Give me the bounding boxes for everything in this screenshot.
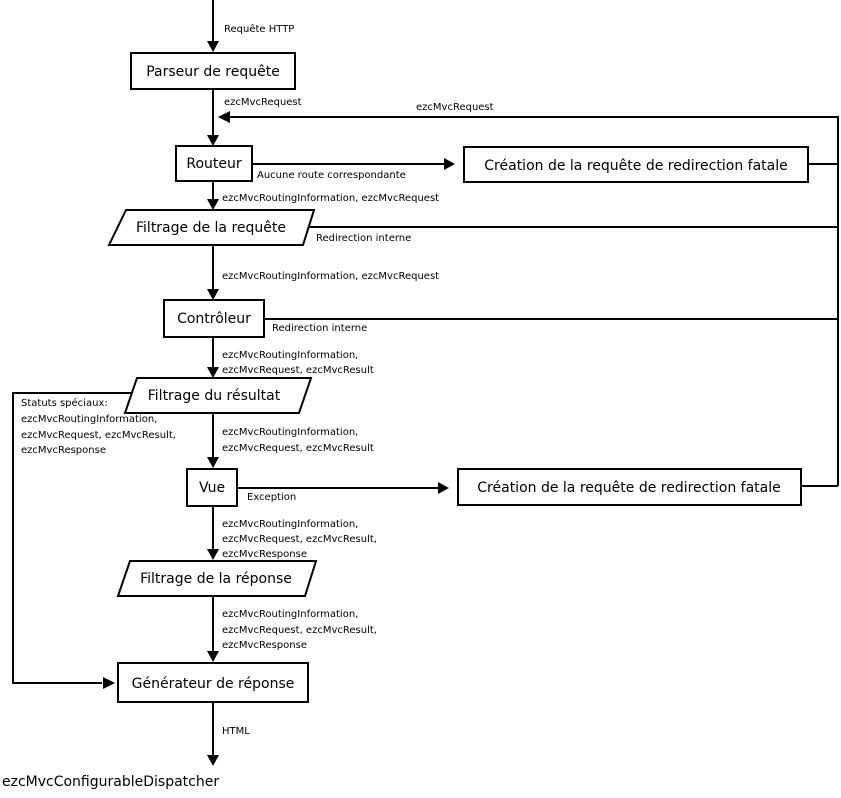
node-router-label: Routeur — [186, 156, 242, 172]
diagram-footer: ezcMvcConfigurableDispatcher — [2, 774, 219, 790]
arrowhead-right — [444, 158, 455, 170]
edge-label-routing-request-1: ezcMvcRoutingInformation, ezcMvcRequest — [222, 193, 439, 204]
arrowhead-down — [207, 755, 219, 766]
node-response-writer-label: Générateur de réponse — [132, 676, 295, 692]
node-request-filter: Filtrage de la requête — [107, 209, 316, 246]
node-fatal-redirect-1-label: Création de la requête de redirection fa… — [484, 158, 787, 174]
edge-labels: Requête HTTP ezcMvcRequest ezcMvcRequest… — [21, 23, 494, 737]
node-request-filter-label: Filtrage de la requête — [136, 220, 286, 236]
edge-label-routing-request-2: ezcMvcRoutingInformation, ezcMvcRequest — [222, 271, 439, 282]
arrowhead-down — [207, 367, 219, 378]
arrowhead-down — [207, 457, 219, 468]
edge-label-internal-redirect-2: Redirection interne — [272, 323, 367, 334]
node-parser-label: Parseur de requête — [146, 64, 280, 80]
node-result-filter-label: Filtrage du résultat — [148, 388, 281, 404]
edge-label-routing-request-result-response-1: ezcMvcRoutingInformation, ezcMvcRequest,… — [222, 519, 380, 560]
node-router: Routeur — [175, 145, 253, 182]
node-response-filter-label: Filtrage de la réponse — [140, 571, 292, 587]
edge-label-internal-redirect-1: Redirection interne — [316, 233, 411, 244]
edge-label-special-status: Statuts spéciaux: ezcMvcRoutingInformati… — [21, 397, 179, 456]
node-controller-label: Contrôleur — [177, 311, 251, 327]
node-response-writer: Générateur de réponse — [117, 662, 309, 703]
node-controller: Contrôleur — [163, 299, 265, 338]
connectors — [12, 0, 839, 758]
arrowhead-down — [207, 41, 219, 52]
node-fatal-redirect-2: Création de la requête de redirection fa… — [457, 468, 802, 506]
node-view: Vue — [186, 468, 238, 507]
arrowhead-down — [207, 651, 219, 662]
node-view-label: Vue — [199, 480, 225, 496]
node-parser: Parseur de requête — [130, 52, 296, 90]
arrowhead-right — [438, 482, 449, 494]
edge-label-ezc-request-loop: ezcMvcRequest — [416, 102, 494, 113]
arrowhead-right — [103, 677, 115, 689]
arrowhead-left — [218, 111, 230, 123]
node-result-filter: Filtrage du résultat — [123, 377, 313, 414]
edge-label-routing-request-result-1: ezcMvcRoutingInformation, ezcMvcRequest,… — [222, 350, 374, 376]
node-fatal-redirect-1: Création de la requête de redirection fa… — [463, 146, 809, 183]
arrowhead-down — [207, 135, 219, 146]
edge-label-exception: Exception — [247, 492, 296, 503]
edge-special-status — [12, 392, 132, 684]
arrowhead-down — [207, 549, 219, 560]
edge-label-http-request: Requête HTTP — [224, 23, 294, 35]
edge-label-ezc-request: ezcMvcRequest — [224, 97, 302, 108]
edge-label-routing-request-result-2: ezcMvcRoutingInformation, ezcMvcRequest,… — [222, 427, 374, 454]
arrowhead-down — [207, 199, 219, 210]
edge-label-no-route: Aucune route correspondante — [257, 170, 406, 181]
node-response-filter: Filtrage de la réponse — [116, 560, 318, 597]
arrowhead-down — [207, 289, 219, 300]
edge-label-html: HTML — [222, 726, 250, 737]
edge-label-routing-request-result-response-2: ezcMvcRoutingInformation, ezcMvcRequest,… — [222, 609, 380, 651]
arrowheads — [103, 41, 455, 766]
node-fatal-redirect-2-label: Création de la requête de redirection fa… — [477, 480, 780, 496]
